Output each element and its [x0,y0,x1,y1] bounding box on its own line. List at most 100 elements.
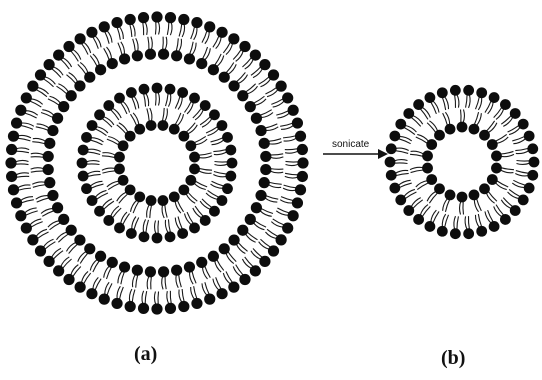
lipid-head [184,53,195,64]
lipid-tail [285,176,298,178]
lipid-tail [205,48,211,60]
lipid-tail [18,185,31,188]
lipid-head [21,222,32,233]
lipid-tail [168,94,170,107]
lipid-tail [394,163,407,164]
lipid-tail [465,216,467,229]
lipid-tail [18,138,31,141]
lipid-tail [36,127,49,131]
lipid-head [114,152,125,163]
lipid-tail [396,148,409,150]
lipid-head [527,143,538,154]
lipid-tail [410,154,423,156]
lipid-head [95,64,106,75]
lipid-head [524,183,535,194]
lipid-head [77,158,88,169]
lipid-tail [394,160,407,161]
lipid-tail [21,125,33,129]
lipid-head [222,132,233,143]
lipid-tail [136,275,138,288]
lipid-tail [107,283,112,295]
lipid-head [425,221,436,232]
lipid-head [237,225,248,236]
lipid-head [78,171,89,182]
lipid-head [457,122,468,133]
lipid-head [99,21,110,32]
lipid-tail [178,97,182,109]
lipid-tail [202,283,207,295]
lipid-tail [107,31,112,43]
lipid-tail [53,251,63,260]
lipid-head [66,90,77,101]
lipid-tail [25,208,37,213]
panel-label-a: (a) [134,344,157,364]
lipid-head [107,257,118,268]
lipid-head [177,87,188,98]
lipid-head [282,222,293,233]
inner-leaflet [102,108,212,218]
lipid-head [151,303,162,314]
lipid-head [15,210,26,221]
lipid-head [189,223,200,234]
lipid-tail [251,67,261,76]
lipid-head [86,288,97,299]
lipid-tail [395,151,408,154]
lipid-head [386,143,397,154]
lipid-head [178,131,189,142]
lipid-tail [410,167,423,169]
lipid-head [185,175,196,186]
unilamellar-vesicle [385,85,540,239]
lipid-head [282,92,293,103]
lipid-head [145,266,156,277]
lipid-tail [147,276,149,289]
lipid-tail [286,164,299,165]
lipid-head [295,184,306,195]
lipid-tail [277,113,289,118]
lipid-head [15,105,26,116]
lipid-tail [66,75,75,84]
lipid-tail [517,163,530,164]
lipid-head [228,282,239,293]
lipid-head [413,214,424,225]
lipid-head [413,99,424,110]
lipid-head [228,234,239,245]
lipid-tail [102,153,115,156]
lipid-tail [486,121,494,131]
lipid-tail [501,168,514,170]
lipid-tail [442,97,445,110]
lipid-tail [168,219,170,232]
lipid-head [134,191,145,202]
lipid-head [184,261,195,272]
lipid-head [259,59,270,70]
lipid-tail [162,205,164,218]
lipid-tail [162,276,163,289]
lipid-tail [158,92,159,105]
lipid-tail [202,31,207,43]
lipid-head [227,158,238,169]
lipid-head [132,50,143,61]
lipid-tail [91,138,103,142]
lipid-head [228,33,239,44]
lipid-tail [16,176,29,177]
single-bilayer [385,85,540,239]
lipid-head [237,90,248,101]
lipid-tail [194,286,197,299]
lipid-head [87,120,98,131]
lipid-tail [176,38,178,51]
lipid-tail [270,157,283,158]
lipid-tail [265,124,277,128]
lipid-head [479,183,490,194]
lipid-tail [188,192,198,201]
lipid-tail [16,148,29,150]
lipid-tail [31,99,43,105]
lipid-tail [443,199,448,211]
lipid-tail [118,43,122,55]
lipid-head [145,49,156,60]
lipid-tail [147,108,149,121]
lipid-tail [132,217,136,229]
lipid-tail [413,200,423,209]
lipid-head [74,234,85,245]
lipid-tail [205,31,209,43]
inner-leaflet [410,110,514,215]
lipid-head [43,164,54,175]
